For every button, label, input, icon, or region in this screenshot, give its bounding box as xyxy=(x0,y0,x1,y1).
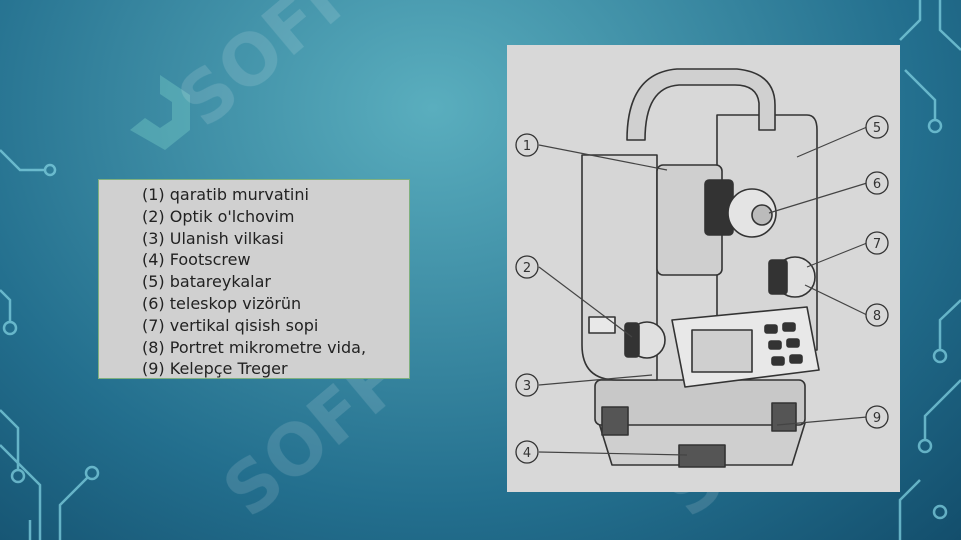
side-label xyxy=(588,316,616,334)
callout-7 xyxy=(865,231,889,255)
carry-handle xyxy=(626,68,776,141)
callout-label-9: 9 xyxy=(873,411,881,426)
legend-item: (8) Portret mikrometre vida, xyxy=(142,337,367,357)
footscrew-left xyxy=(601,406,629,436)
callout-6 xyxy=(865,171,889,195)
callout-5 xyxy=(865,115,889,139)
callout-label-4: 4 xyxy=(523,446,531,461)
focus-knob-knurl xyxy=(624,322,640,358)
callout-8 xyxy=(865,303,889,327)
tangent-knob-knurl xyxy=(768,259,788,295)
legend-item: (4) Footscrew xyxy=(142,250,251,270)
callout-9 xyxy=(865,405,889,429)
legend-item: (2) Optik o'lchovim xyxy=(142,206,295,226)
callout-label-7: 7 xyxy=(873,237,881,252)
callout-label-6: 6 xyxy=(873,177,881,192)
callout-2 xyxy=(515,255,539,279)
footscrew-mid xyxy=(678,444,726,468)
callout-label-5: 5 xyxy=(873,121,881,136)
display-screen xyxy=(691,329,753,373)
callout-label-8: 8 xyxy=(873,309,881,324)
theodolite-diagram: 1 2 3 4 5 6 7 8 9 xyxy=(507,45,900,492)
legend-item: (1) qaratib murvatini xyxy=(142,185,309,204)
legend-box: (1) qaratib murvatini (2) Optik o'lchovi… xyxy=(98,179,410,379)
legend-item: (3) Ulanish vilkasi xyxy=(142,228,284,248)
callout-label-1: 1 xyxy=(523,139,531,154)
legend-item: (9) Kelepçe Treger xyxy=(142,359,288,379)
footscrew-right xyxy=(771,402,797,432)
eyepiece-inner xyxy=(751,204,773,226)
theodolite-drawing: 1 2 3 4 5 6 7 8 9 xyxy=(515,68,889,468)
legend-item: (7) vertikal qisish sopi xyxy=(142,315,319,335)
legend-item: (5) batareykalar xyxy=(142,272,271,292)
callout-1 xyxy=(515,133,539,157)
legend-item: (6) teleskop vizörün xyxy=(142,293,302,313)
callout-label-2: 2 xyxy=(523,261,531,276)
callout-3 xyxy=(515,373,539,397)
callout-4 xyxy=(515,440,539,464)
callout-label-3: 3 xyxy=(523,379,531,394)
